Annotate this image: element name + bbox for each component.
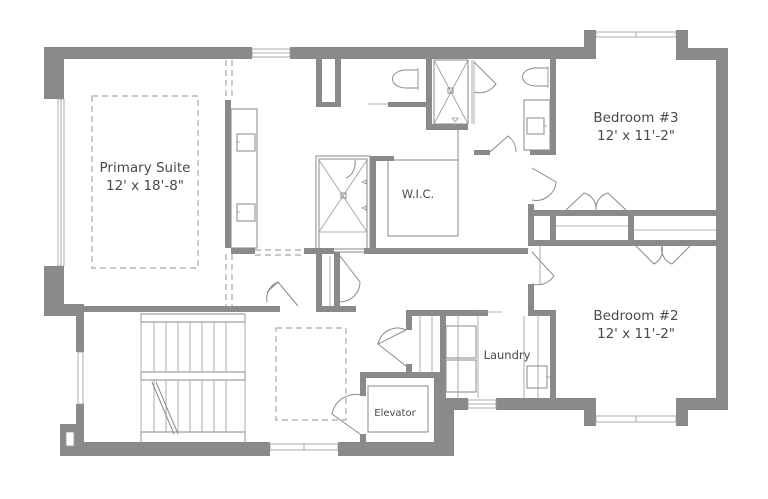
bedroom2-label: Bedroom #2 bbox=[593, 308, 678, 324]
primary-suite-label: Primary Suite bbox=[100, 160, 191, 176]
room-labels: Primary Suite 12' x 18'-8" W.I.C. Bedroo… bbox=[100, 110, 679, 419]
bedroom3-size: 12' x 11'-2" bbox=[597, 128, 675, 144]
primary-suite-size: 12' x 18'-8" bbox=[106, 178, 184, 194]
laundry-label: Laundry bbox=[484, 348, 531, 362]
interior-walls bbox=[64, 59, 716, 456]
wic-label: W.I.C. bbox=[402, 187, 434, 201]
windows bbox=[57, 31, 677, 451]
bedroom2-size: 12' x 11'-2" bbox=[597, 326, 675, 342]
fixtures bbox=[91, 59, 716, 445]
bedroom3-label: Bedroom #3 bbox=[593, 110, 678, 126]
staircase bbox=[140, 313, 246, 445]
exterior-walls bbox=[44, 30, 728, 456]
elevator-label: Elevator bbox=[374, 408, 416, 419]
